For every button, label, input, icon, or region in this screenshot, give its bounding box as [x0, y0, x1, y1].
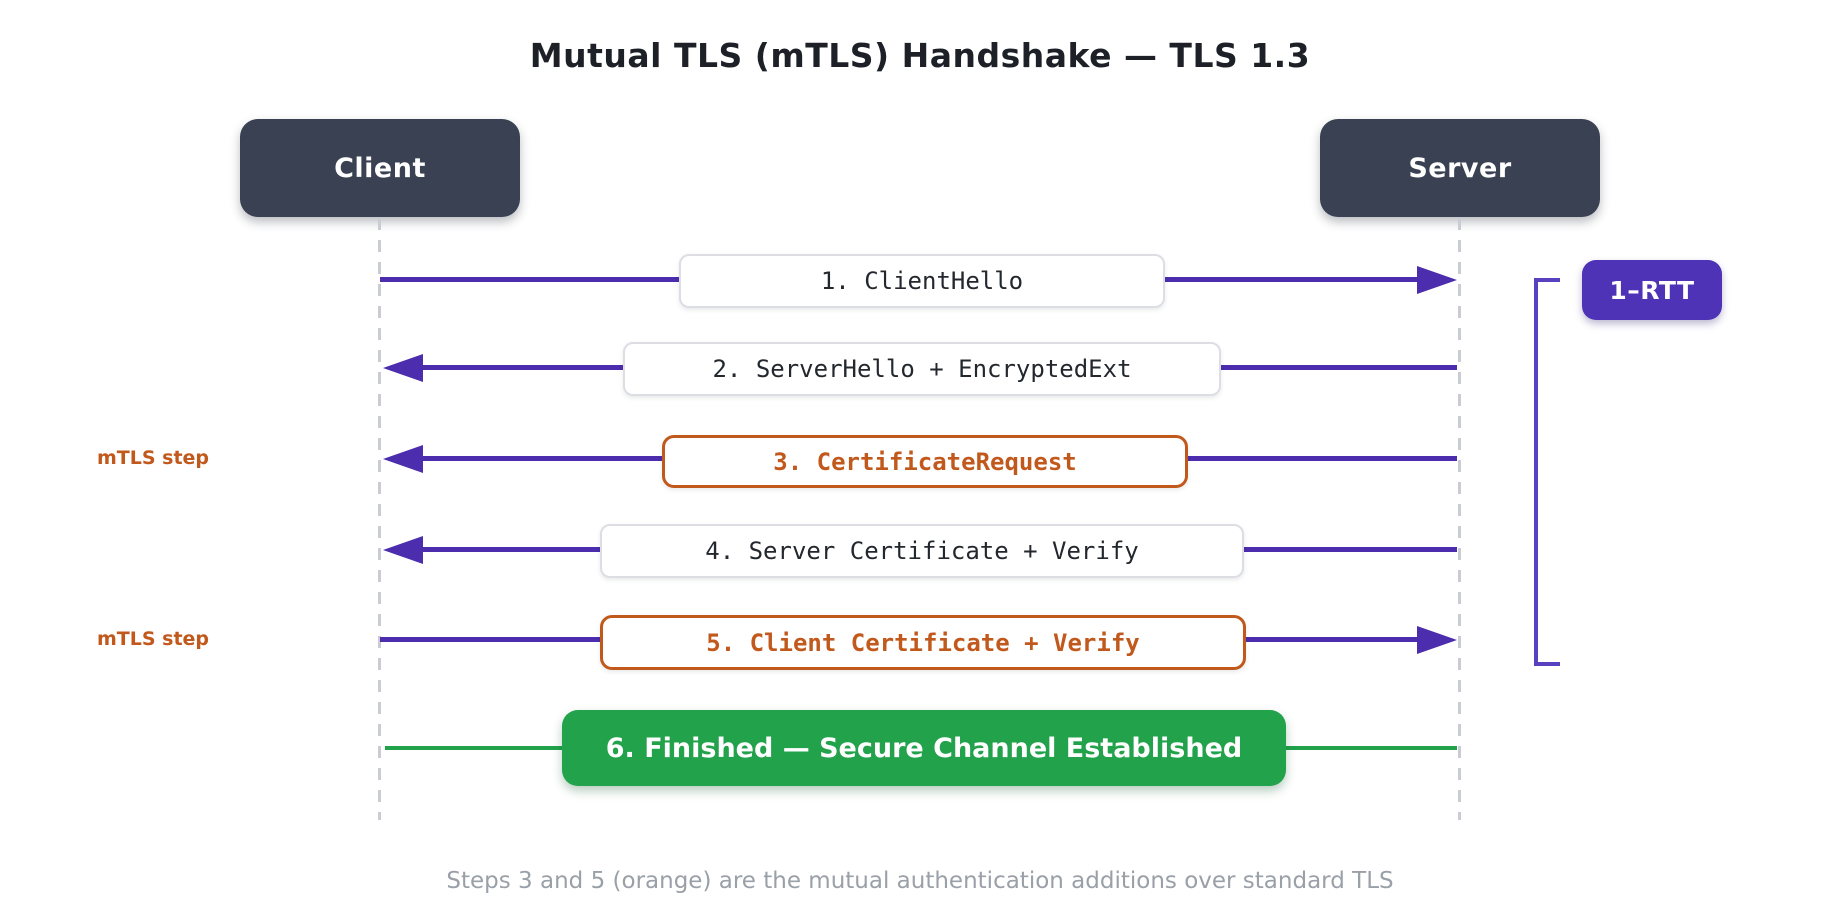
- arrowhead-left-step-3: [383, 445, 423, 473]
- arrowhead-right-step-5: [1417, 626, 1457, 654]
- actor-server-label: Server: [1408, 152, 1512, 184]
- message-label-step-1: 1. ClientHello: [679, 254, 1165, 308]
- message-label-step-5: 5. Client Certificate + Verify: [600, 615, 1246, 670]
- server-lifeline: [1458, 218, 1461, 820]
- actor-server-box: Server: [1320, 119, 1600, 217]
- rtt-badge-label: 1–RTT: [1609, 275, 1695, 305]
- message-text-step-6: 6. Finished — Secure Channel Established: [605, 732, 1243, 764]
- message-label-step-4: 4. Server Certificate + Verify: [600, 524, 1244, 578]
- arrowhead-right-step-1: [1417, 266, 1457, 294]
- message-label-step-3: 3. CertificateRequest: [662, 435, 1188, 488]
- diagram-title: Mutual TLS (mTLS) Handshake — TLS 1.3: [529, 36, 1311, 75]
- actor-client-box: Client: [240, 119, 520, 217]
- client-lifeline: [378, 218, 381, 820]
- message-text-step-2: 2. ServerHello + EncryptedExt: [712, 355, 1132, 383]
- mtls-step-annotation-5: mTLS step: [96, 628, 210, 650]
- arrowhead-left-step-4: [383, 536, 423, 564]
- rtt-badge: 1–RTT: [1582, 260, 1722, 320]
- mtls-step-annotation-3: mTLS step: [96, 447, 210, 469]
- rtt-bracket: [1534, 278, 1560, 666]
- message-text-step-3: 3. CertificateRequest: [773, 447, 1077, 476]
- arrowhead-left-step-2: [383, 354, 423, 382]
- message-text-step-5: 5. Client Certificate + Verify: [706, 628, 1140, 657]
- actor-client-label: Client: [334, 152, 426, 184]
- message-text-step-1: 1. ClientHello: [820, 267, 1024, 295]
- finished-banner: 6. Finished — Secure Channel Established: [562, 710, 1286, 786]
- footer-note: Steps 3 and 5 (orange) are the mutual au…: [446, 868, 1394, 894]
- message-text-step-4: 4. Server Certificate + Verify: [705, 537, 1139, 565]
- message-label-step-2: 2. ServerHello + EncryptedExt: [623, 342, 1221, 396]
